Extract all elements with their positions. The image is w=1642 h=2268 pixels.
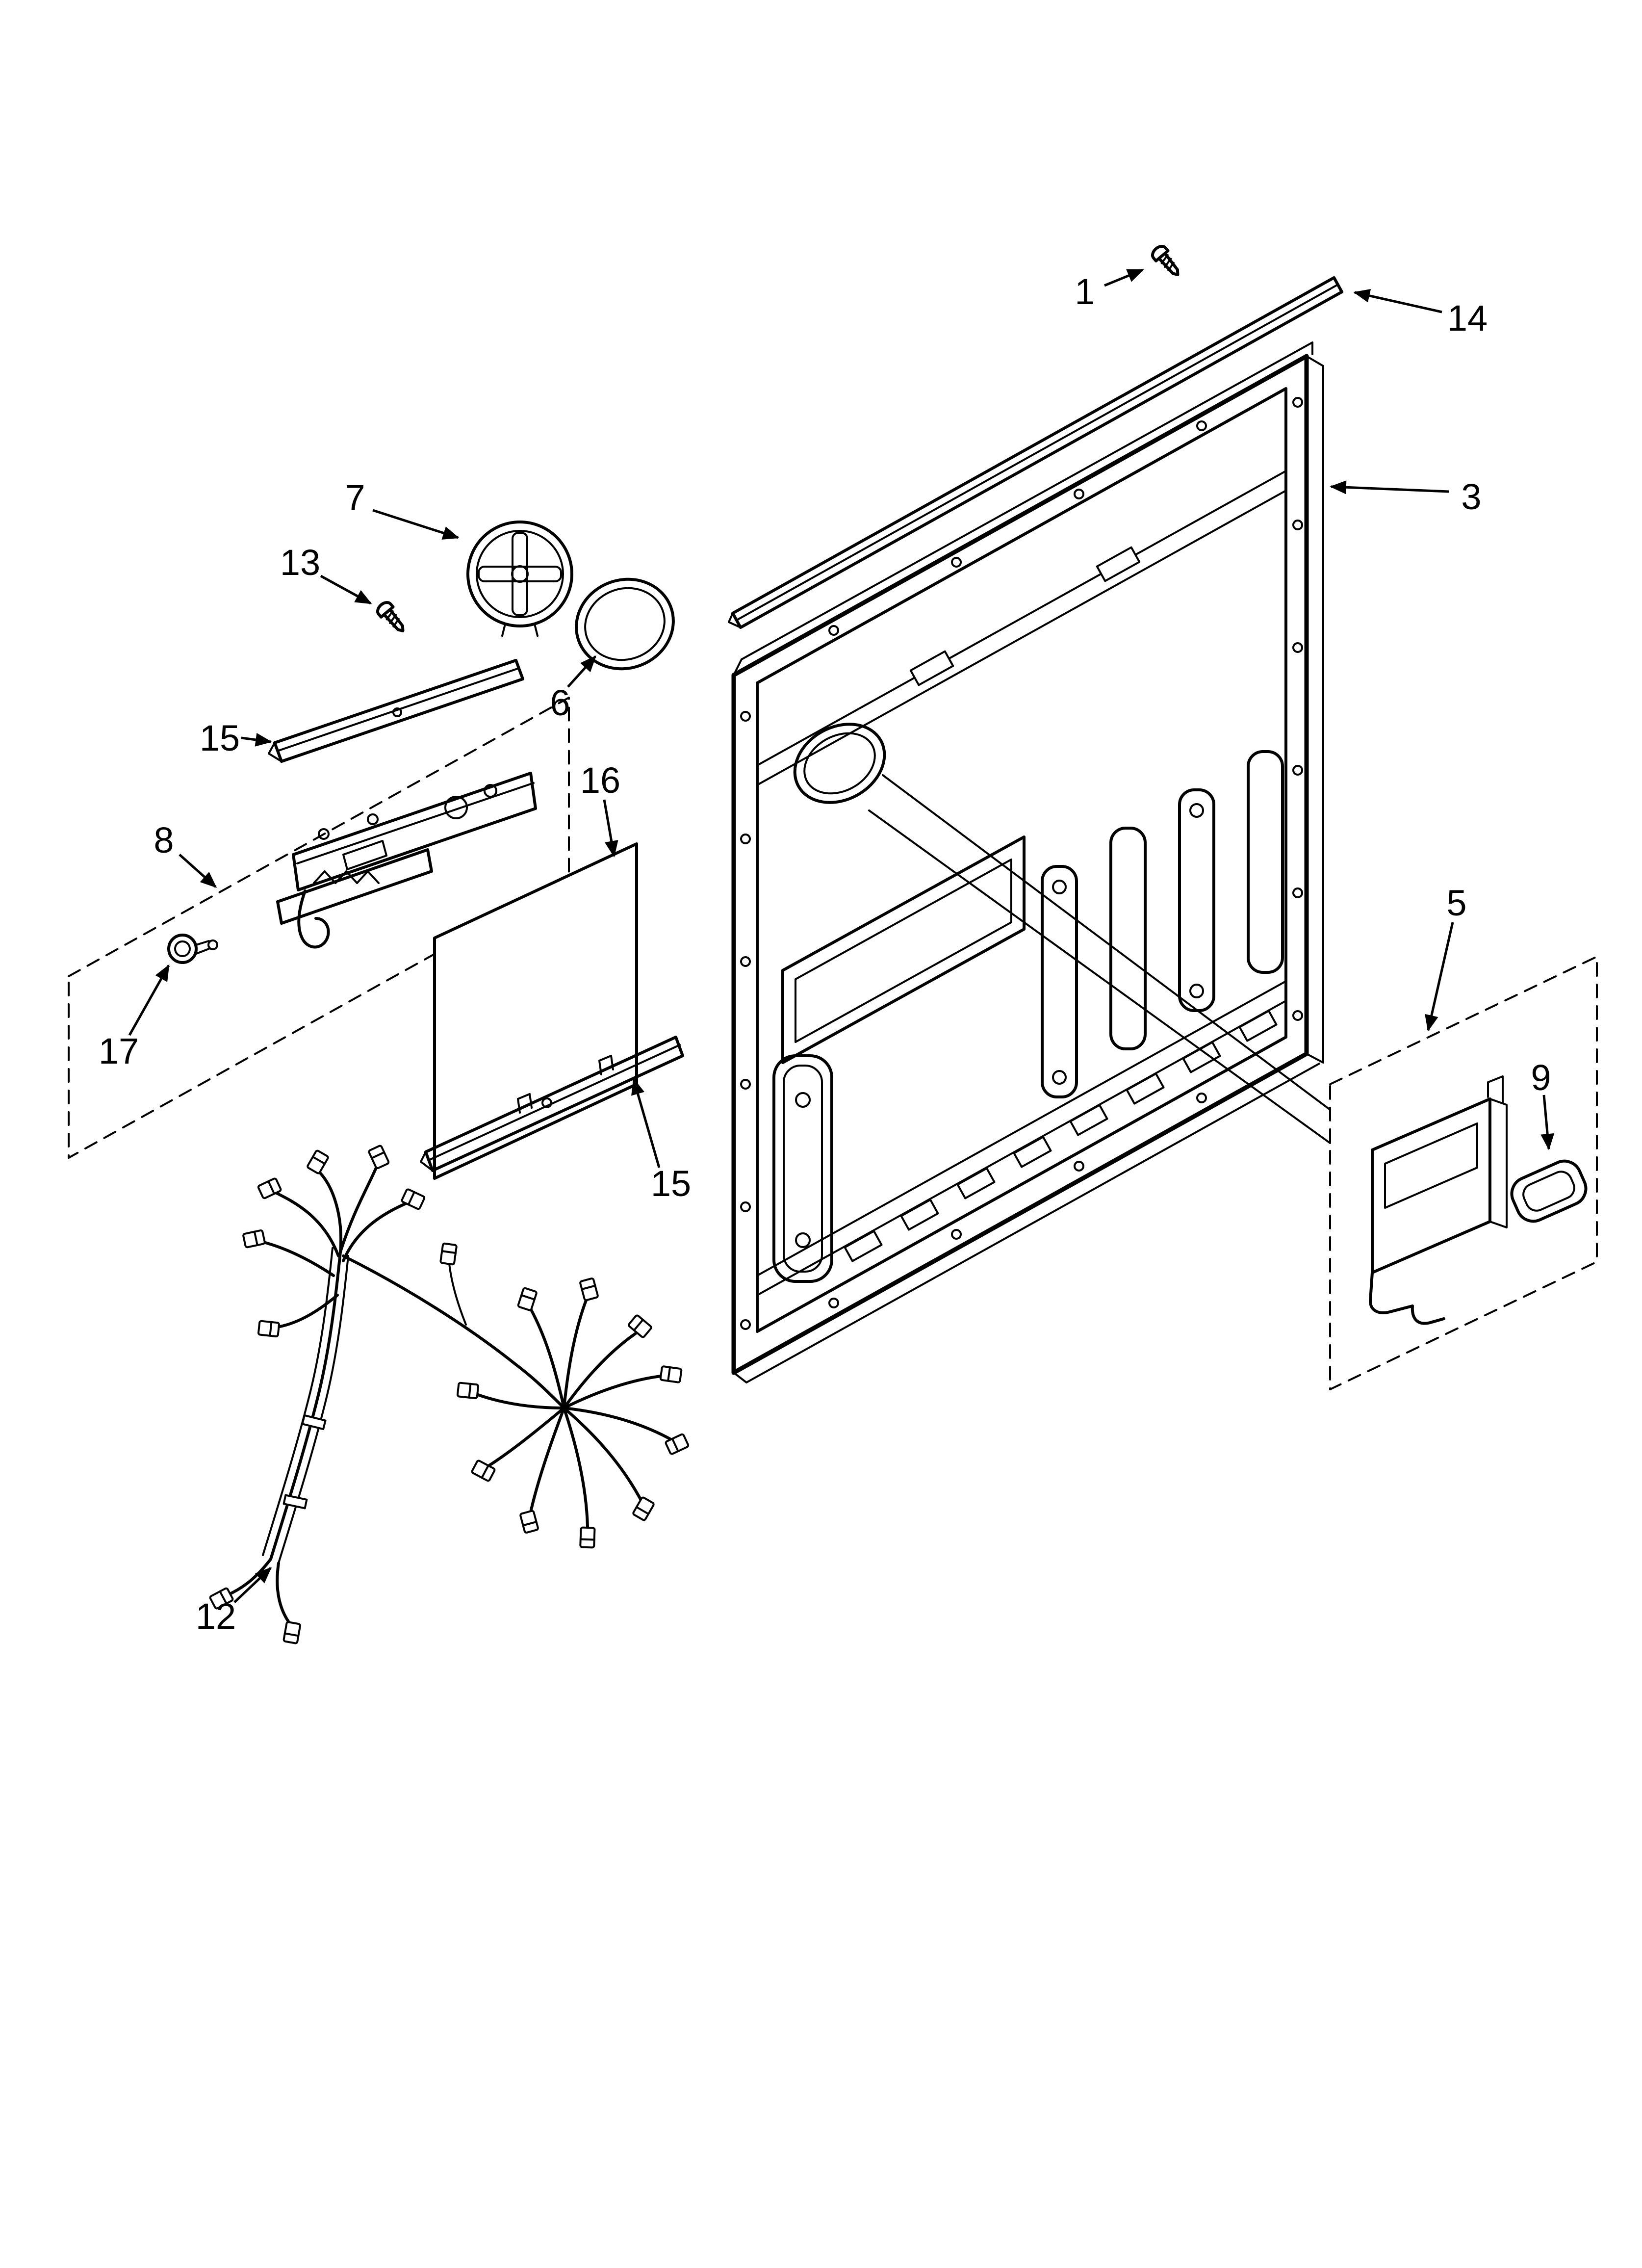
flange-screw-holes (740, 397, 1303, 1330)
part-top-trim-strip (728, 276, 1343, 629)
callout-1-label: 1 (1075, 271, 1095, 312)
callout-3-label: 3 (1461, 476, 1481, 517)
callout-15b-label: 15 (651, 1163, 691, 1204)
part-wire-harness (209, 1145, 690, 1644)
harness-connectors (209, 1145, 690, 1644)
callout-15a-label: 15 (200, 718, 240, 758)
part-latch-screw (376, 601, 405, 632)
part-trim-strip-upper (268, 659, 524, 763)
callout-7-label: 7 (345, 477, 365, 518)
callout-17-label: 17 (99, 1031, 139, 1071)
callout-5-label: 5 (1446, 883, 1466, 923)
part-door-latch-group-outline (68, 697, 570, 1159)
part-vent-assembly-outline (1329, 956, 1598, 1390)
part-trim-screw (1151, 245, 1180, 276)
callout-leaders (128, 268, 1555, 1603)
callout-12-label: 12 (196, 1596, 236, 1637)
part-vent-seal-ring (575, 577, 675, 671)
part-inner-door-panel (731, 341, 1331, 1383)
callout-14-label: 14 (1447, 298, 1488, 339)
callout-9-label: 9 (1531, 1057, 1551, 1098)
part-vent-cap (466, 521, 573, 637)
part-vent-grille (1510, 1159, 1588, 1223)
callout-16-label: 16 (580, 760, 620, 801)
part-trim-strip-lower (420, 1036, 684, 1172)
part-door-latch-assembly (276, 772, 537, 949)
callout-6-label: 6 (550, 682, 570, 723)
part-vent-assembly (1369, 1075, 1508, 1325)
part-door-bumper (167, 934, 218, 964)
callout-13-label: 13 (280, 542, 320, 583)
callout-8-label: 8 (154, 820, 174, 860)
part-access-panel (433, 842, 638, 1180)
